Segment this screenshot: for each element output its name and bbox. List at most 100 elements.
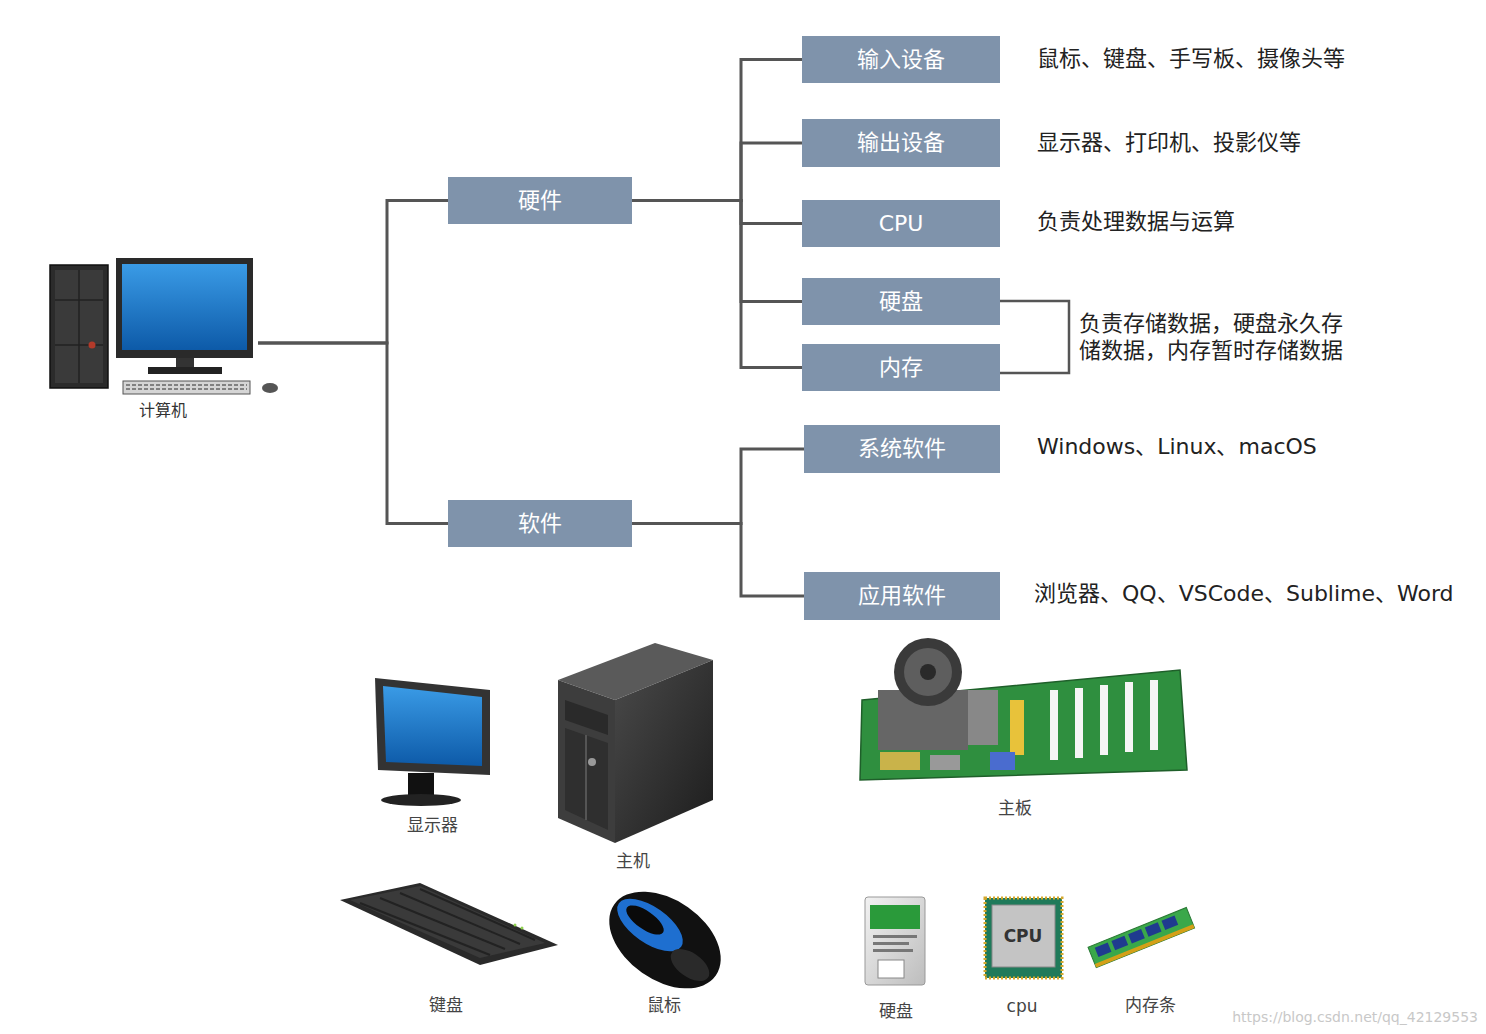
description-text: 负责处理数据与运算: [1037, 209, 1235, 235]
computer-icon-part: [176, 358, 194, 368]
cpu-picture: [985, 898, 1062, 978]
description-text: 鼠标、键盘、手写板、摄像头等: [1037, 46, 1345, 72]
tower-picture-part: [565, 728, 608, 830]
keyboard-picture-part: [350, 886, 545, 958]
computer-icon: [50, 258, 278, 394]
keyboard-picture-part: [340, 883, 558, 965]
part-name: 内存条: [1090, 994, 1210, 1016]
ram-picture-part: [1088, 907, 1195, 967]
monitor-picture: [375, 678, 490, 806]
motherboard-picture-part: [968, 690, 998, 745]
ram-picture-part: [1161, 916, 1178, 931]
motherboard-picture-part: [904, 648, 952, 696]
motherboard-picture-part: [1075, 688, 1083, 758]
category-box: 内存: [802, 344, 1000, 391]
tree-connector: [632, 449, 804, 524]
ram-picture-part: [1145, 922, 1162, 937]
ram-picture: [1088, 907, 1195, 967]
description-text: 显示器、打印机、投影仪等: [1037, 130, 1301, 156]
node-label: 系统软件: [858, 436, 946, 462]
category-box: 硬盘: [802, 278, 1000, 325]
monitor-picture-part: [408, 773, 434, 797]
category-box: 系统软件: [804, 425, 1000, 473]
tree-connector: [632, 201, 802, 368]
tower-picture-part: [588, 758, 596, 766]
computer-icon-part: [89, 342, 96, 349]
tree-connector: [632, 60, 802, 201]
hdd-picture-part: [865, 897, 925, 985]
category-box: 软件: [448, 500, 632, 547]
hdd-picture-part: [870, 905, 920, 929]
category-box: 硬件: [448, 177, 632, 224]
monitor-picture-part: [381, 794, 461, 806]
computer-icon-part: [126, 388, 247, 390]
category-box: 输入设备: [802, 36, 1000, 83]
watermark: https://blog.csdn.net/qq_42129553: [1208, 1008, 1478, 1026]
tree-connector: [258, 201, 448, 344]
computer-icon-part: [50, 265, 108, 388]
node-label: 计算机: [139, 401, 187, 421]
keyboard-picture-part: [380, 898, 505, 949]
ram-picture-part: [1095, 942, 1112, 957]
chip-marking: CPU: [993, 926, 1053, 946]
keyboard-picture-part: [400, 893, 520, 944]
motherboard-picture-part: [930, 755, 960, 770]
computer-icon-part: [78, 270, 80, 383]
keyboard-picture-part: [521, 927, 524, 930]
tower-picture-part: [585, 735, 587, 820]
motherboard-picture-part: [1010, 700, 1024, 755]
part-name: cpu: [962, 995, 1082, 1017]
cpu-picture-part: [992, 905, 1055, 967]
keyboard-picture-part: [514, 924, 517, 927]
tower-picture-part: [565, 700, 608, 735]
computer-icon-part: [116, 258, 253, 358]
node-label: 内存: [879, 355, 923, 381]
tree-connector: [258, 343, 448, 524]
hdd-picture-part: [873, 949, 913, 952]
node-label: 软件: [518, 511, 562, 537]
ram-picture-part: [1095, 924, 1195, 967]
motherboard-picture-part: [880, 752, 920, 770]
tower-picture-part: [615, 660, 713, 843]
part-name: 显示器: [372, 814, 492, 836]
node-label: 输出设备: [857, 130, 945, 156]
keyboard-picture: [340, 883, 558, 965]
computer-icon-part: [126, 384, 247, 386]
description-text: 浏览器、QQ、VSCode、Sublime、Word: [1034, 581, 1454, 607]
motherboard-picture-part: [1100, 685, 1108, 755]
node-label: 硬盘: [879, 289, 923, 315]
computer-icon-part: [55, 344, 103, 346]
mouse-picture: [591, 872, 738, 1009]
tower-picture: [558, 643, 713, 843]
computer-icon-part: [262, 383, 278, 393]
computer-icon-part: [148, 367, 222, 374]
motherboard-picture: [860, 638, 1187, 780]
tree-connector: [632, 524, 804, 597]
computer-icon-part: [123, 381, 250, 394]
tree-connector: [632, 143, 802, 201]
monitor-picture-part: [383, 686, 482, 766]
part-name: 主机: [573, 850, 693, 872]
motherboard-picture-part: [1050, 690, 1058, 760]
cpu-picture-part: [985, 898, 1062, 978]
hdd-picture: [865, 897, 925, 985]
category-box: CPU: [802, 200, 1000, 247]
mouse-picture-part: [591, 872, 738, 1009]
ram-picture-part: [1111, 936, 1128, 951]
computer-icon-part: [55, 270, 103, 383]
category-box: 输出设备: [802, 119, 1000, 167]
tower-picture-part: [558, 680, 615, 843]
computer-node: 计算机: [68, 255, 258, 423]
description-text: 负责存储数据，硬盘永久存储数据，内存暂时存储数据: [1079, 310, 1361, 364]
mouse-picture-part: [665, 943, 715, 988]
node-label: CPU: [879, 211, 924, 237]
motherboard-picture-part: [920, 664, 936, 680]
bracket: [1000, 301, 1069, 373]
mouse-picture-part: [622, 900, 668, 940]
description-text: Windows、Linux、macOS: [1037, 434, 1317, 460]
monitor-picture-part: [375, 678, 490, 775]
hdd-picture-part: [873, 935, 917, 938]
category-box: 应用软件: [804, 572, 1000, 620]
part-name: 主板: [955, 797, 1075, 819]
